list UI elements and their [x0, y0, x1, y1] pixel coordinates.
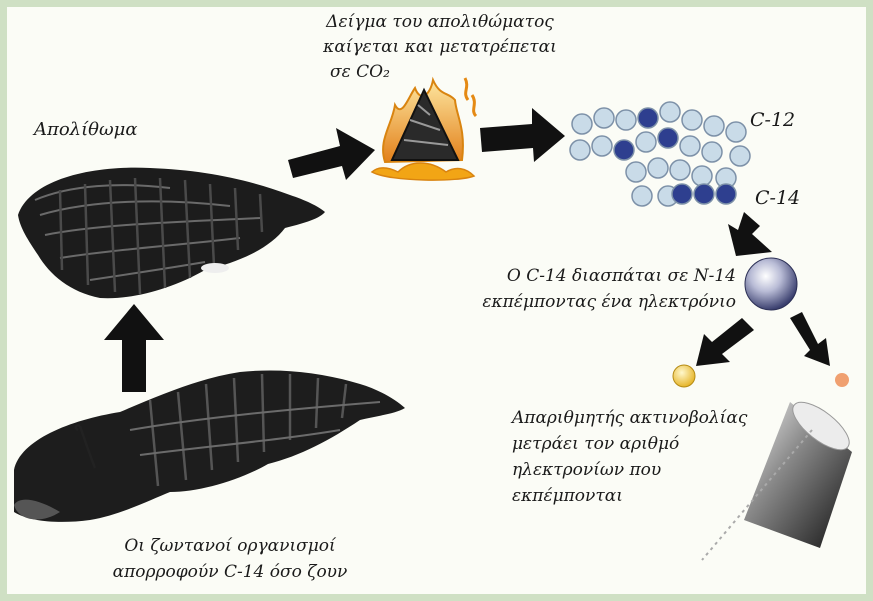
nucleus-sphere-icon [745, 258, 797, 310]
living-caption-line-2: απορροφούν C-14 όσο ζουν [80, 560, 380, 584]
electron-icon [673, 365, 695, 387]
arrow-to-atoms [480, 108, 565, 162]
c12-label: C-12 [750, 108, 795, 132]
fossil-label: Απολίθωμα [34, 118, 138, 142]
decay-caption-line-2: εκπέμποντας ένα ηλεκτρόνιο [440, 290, 736, 314]
arrow-to-electron [696, 318, 754, 366]
atom-cluster-icon [570, 102, 750, 206]
arrow-to-nucleus [728, 212, 772, 256]
arrow-to-sample [288, 128, 375, 180]
counter-caption-line-2: μετράει τον αριθμό [512, 432, 679, 456]
neutrino-icon [835, 373, 849, 387]
sample-caption-line-2: καίγεται και μετατρέπεται [300, 35, 580, 59]
living-caption-line-1: Οι ζωντανοί οργανισμοί [80, 534, 380, 558]
counter-caption-line-3: ηλεκτρονίων που [512, 458, 661, 482]
sample-caption-line-3: σε CO₂ [330, 60, 390, 84]
counter-caption-line-4: εκπέμπονται [512, 484, 623, 508]
counter-caption-line-1: Απαριθμητής ακτινοβολίας [512, 406, 747, 430]
fossil-shell-icon [18, 168, 325, 299]
c14-label: C-14 [755, 186, 800, 210]
decay-caption-line-1: Ο C-14 διασπάται σε N-14 [440, 264, 736, 288]
arrow-to-fossil [104, 304, 164, 392]
sample-caption-line-1: Δείγμα του απολιθώματος [300, 10, 580, 34]
flame-icon [372, 78, 476, 180]
arrow-to-neutrino [790, 312, 830, 366]
living-snail-icon [14, 371, 405, 522]
